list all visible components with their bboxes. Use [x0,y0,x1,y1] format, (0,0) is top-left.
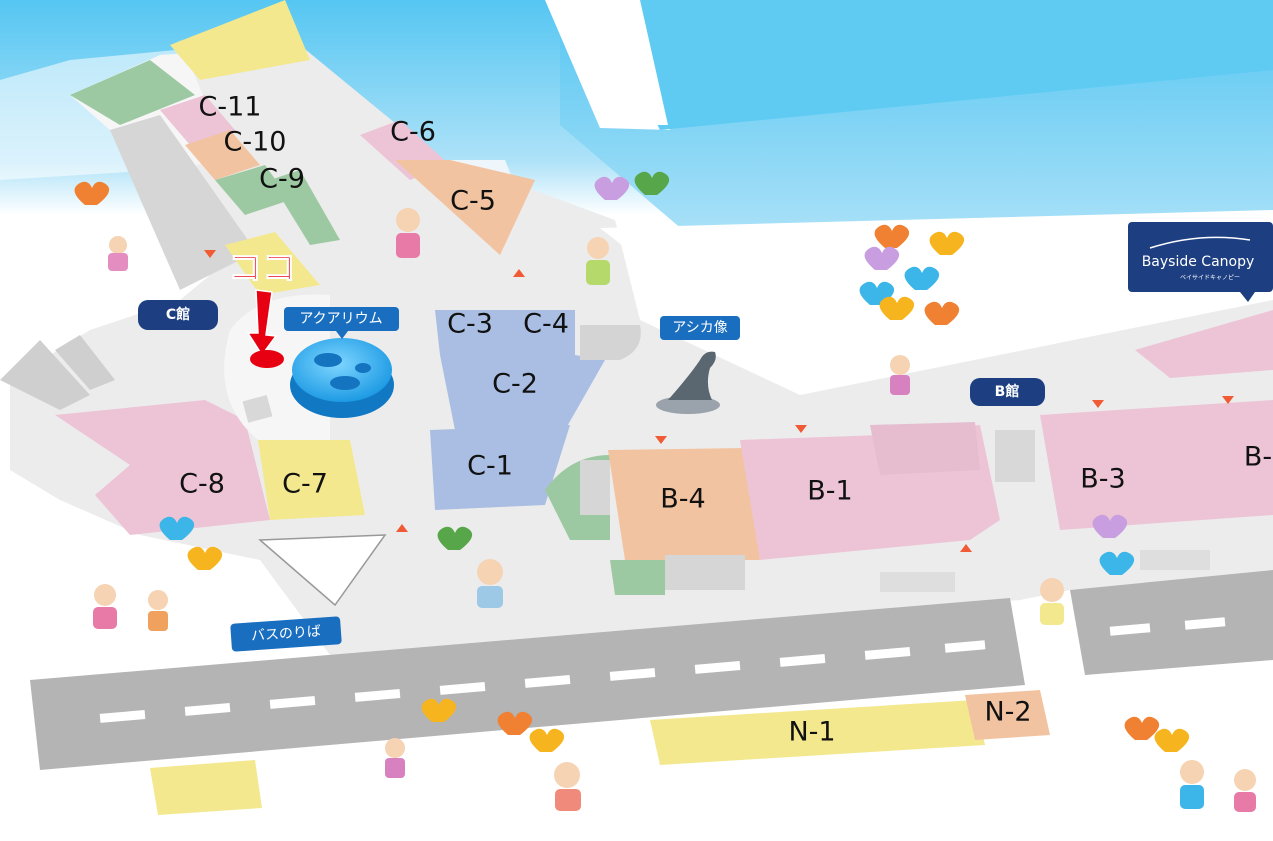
c-building-tag: C館 [138,300,218,330]
shop-n1-label: N-1 [788,717,835,748]
here-label: ココ [228,249,296,289]
aquarium-pool [290,338,394,418]
roads [0,570,1273,815]
current-location-marker: ココ [228,248,297,368]
shop-n2-label: N-2 [984,697,1031,728]
shop-c6-label: C-6 [390,117,436,148]
b-building-tag: B館 [970,378,1045,406]
shop-c7-label: C-7 [282,469,328,500]
shop-b2-label: B- [1244,442,1272,473]
svg-text:C館: C館 [166,306,190,323]
shop-labels: C-11 C-10 C-9 C-6 C-5 C-3 C-4 C-2 C-1 C-… [179,92,1272,748]
shop-c3-label: C-3 [447,309,493,340]
location-pin-icon [250,350,284,368]
shop-c8-label: C-8 [179,469,225,500]
svg-text:アクアリウム: アクアリウム [299,311,382,327]
aquarium-tag: アクアリウム [284,307,399,339]
svg-text:B館: B館 [995,383,1020,400]
bus-stop-tag: バスのりば [230,616,342,652]
bayside-canopy-logo: Bayside Canopy ベイサイドキャノピー [1128,222,1273,302]
balloon-kids-decoration [74,171,1256,812]
svg-text:Bayside Canopy: Bayside Canopy [1142,254,1255,270]
shop-c9-label: C-9 [259,164,305,195]
shop-c5-label: C-5 [450,186,496,217]
arrow-down-icon [246,289,278,357]
svg-text:ベイサイドキャノピー: ベイサイドキャノピー [1180,275,1240,282]
shop-b1-label: B-1 [807,476,852,507]
sea-lion-statue-icon [656,351,720,414]
svg-text:バスのりば: バスのりば [251,624,322,645]
shop-c11-label: C-11 [199,92,262,123]
shop-c4-label: C-4 [523,309,569,340]
svg-text:アシカ像: アシカ像 [672,320,727,336]
c-building-area [0,0,641,607]
shop-b3-label: B-3 [1080,464,1125,495]
entrance-markers [204,250,1234,552]
shop-c2-label: C-2 [492,369,538,400]
b-building-area [545,310,1273,595]
shop-c1-label: C-1 [467,451,513,482]
shop-b4-label: B-4 [660,484,705,515]
sea-lion-tag: アシカ像 [660,316,740,340]
shop-c10-label: C-10 [224,127,287,158]
